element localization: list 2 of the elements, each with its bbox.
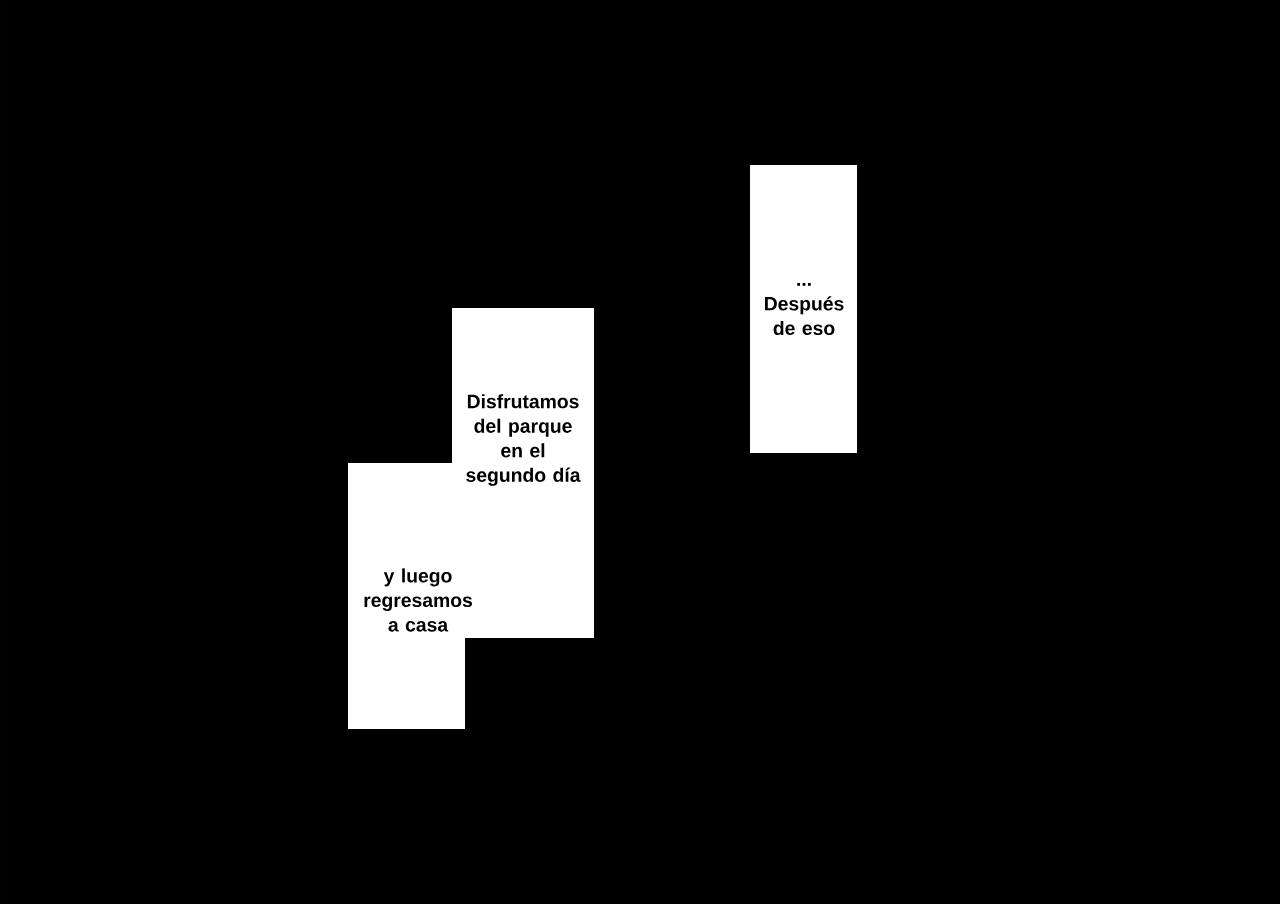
text-box: ... Después de eso [750,165,857,453]
node-label: Disfrutamos del parque en el segundo día [466,394,581,486]
